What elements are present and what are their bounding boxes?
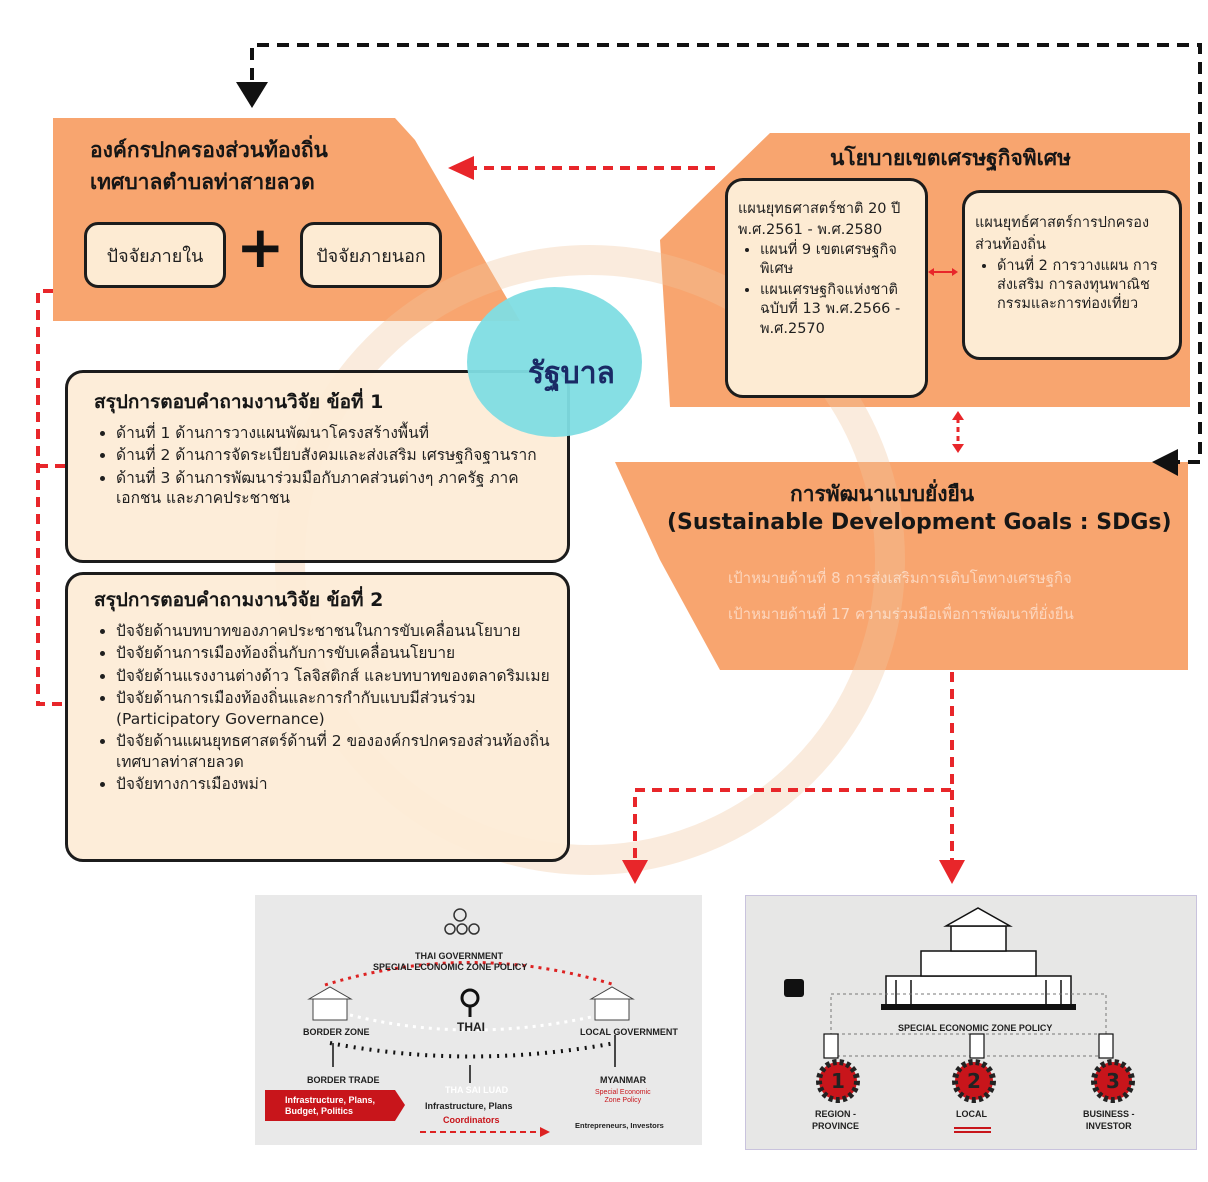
figure-left: THAI GOVERNMENT SPECIAL ECONOMIC ZONE PO…: [255, 895, 702, 1145]
national-plan-heading: แผนยุทธศาสตร์ชาติ 20 ปี พ.ศ.2561 - พ.ศ.2…: [738, 201, 901, 239]
arrow-down-icon: [236, 82, 268, 108]
border-trade-label: BORDER TRADE: [307, 1075, 380, 1085]
figure-right: SPECIAL ECONOMIC ZONE POLICY 1 2 3 REGIO…: [745, 895, 1197, 1150]
tha-sai-luad-label: THA SAI LUAD: [445, 1085, 509, 1095]
red-link-down: [633, 672, 954, 862]
thai-gov-label: THAI GOVERNMENT: [415, 951, 504, 961]
red-bracket-left: [36, 289, 68, 706]
list-item: ปัจจัยด้านการเมืองท้องถิ่นกับการขับเคลื่…: [116, 643, 551, 663]
list-item: ปัจจัยด้านแผนยุทธศาสตร์ด้านที่ 2 ขององค์…: [116, 731, 551, 772]
government-ellipse: [467, 287, 642, 437]
coordinators-label: Coordinators: [443, 1115, 500, 1125]
local-label: LOCAL: [956, 1109, 987, 1119]
rq2-box: สรุปการตอบคำถามงานวิจัย ข้อที่ 2 ปัจจัยด…: [65, 572, 570, 862]
external-factor-box: ปัจจัยภายนอก: [300, 222, 442, 288]
sez-small-label: Special Economic Zone Policy: [595, 1089, 651, 1104]
sez-policy-label: SPECIAL ECONOMIC ZONE POLICY: [373, 962, 528, 972]
plus-icon: +: [236, 213, 285, 281]
list-item: ปัจจัยทางการเมืองพม่า: [116, 774, 551, 794]
infra-label: Infrastructure, Plans: [425, 1101, 513, 1111]
sdg-goal-8: เป้าหมายด้านที่ 8 การส่งเสริมการเติบโตทา…: [728, 569, 1072, 587]
sez-title: นโยบายเขตเศรษฐกิจพิเศษ: [830, 146, 1071, 170]
thai-label: THAI: [457, 1020, 485, 1034]
black-loop-line: [250, 43, 1202, 464]
arrow-down-red-icon-2: [939, 860, 965, 884]
list-item: ด้านที่ 2 ด้านการจัดระเบียบสังคมและส่งเส…: [116, 445, 551, 465]
sdg-title-th: การพัฒนาแบบยั่งยืน: [790, 482, 975, 506]
list-item: ปัจจัยด้านบทบาทของภาคประชาชนในการขับเคลื…: [116, 621, 551, 641]
number-3: 3: [1106, 1069, 1120, 1093]
list-item: ปัจจัยด้านแรงงานต่างด้าว โลจิสติกส์ และบ…: [116, 666, 551, 686]
entrepreneurs-label: Entrepreneurs, Investors: [575, 1121, 664, 1130]
arrow-left-icon: [1152, 449, 1178, 476]
internal-factor-box: ปัจจัยภายใน: [84, 222, 226, 288]
government-label: รัฐบาล: [528, 356, 615, 391]
list-item: แผนที่ 9 เขตเศรษฐกิจพิเศษ: [760, 241, 915, 279]
local-plan-box: แผนยุทธ์ศาสตร์การปกครองส่วนท้องถิ่น ด้าน…: [962, 190, 1182, 360]
myanmar-label: MYANMAR: [600, 1075, 647, 1085]
national-plan-box: แผนยุทธศาสตร์ชาติ 20 ปี พ.ศ.2561 - พ.ศ.2…: [725, 178, 928, 398]
sdg-title-en: (Sustainable Development Goals : SDGs): [667, 510, 1172, 535]
figure-left-graphics: [265, 908, 635, 1137]
list-item: ด้านที่ 2 การวางแผน การส่งเสริม การลงทุน…: [997, 257, 1169, 314]
business-investor-label: BUSINESS - INVESTOR: [1083, 1109, 1135, 1131]
region-province-label: REGION - PROVINCE: [812, 1109, 860, 1131]
sez-policy-label-right: SPECIAL ECONOMIC ZONE POLICY: [898, 1023, 1053, 1033]
border-zone-label: BORDER ZONE: [303, 1027, 370, 1037]
number-2: 2: [967, 1069, 981, 1093]
sdg-shape: [615, 462, 1188, 670]
rq2-title: สรุปการตอบคำถามงานวิจัย ข้อที่ 2: [94, 589, 384, 611]
local-gov-label: LOCAL GOVERNMENT: [580, 1027, 678, 1037]
list-item: ปัจจัยด้านการเมืองท้องถิ่นและการกำกับแบบ…: [116, 688, 551, 729]
list-item: ด้านที่ 3 ด้านการพัฒนาร่วมมือกับภาคส่วนต…: [116, 468, 551, 509]
list-item: แผนเศรษฐกิจแห่งชาติ ฉบับที่ 13 พ.ศ.2566 …: [760, 281, 915, 338]
rq1-title: สรุปการตอบคำถามงานวิจัย ข้อที่ 1: [94, 391, 384, 413]
local-plan-heading: แผนยุทธ์ศาสตร์การปกครองส่วนท้องถิ่น: [975, 215, 1150, 253]
arrow-left-red-icon: [448, 156, 474, 180]
sdg-goal-17: เป้าหมายด้านที่ 17 ความร่วมมือเพื่อการพั…: [728, 605, 1074, 623]
local-org-title: องค์กรปกครองส่วนท้องถิ่น เทศบาลตำบลท่าสา…: [90, 138, 328, 194]
figure-right-graphics: [784, 907, 1135, 1133]
red-box-label: Infrastructure, Plans, Budget, Politics: [285, 1095, 376, 1116]
number-1: 1: [831, 1069, 845, 1093]
arrow-down-red-icon: [622, 860, 648, 884]
list-item: ด้านที่ 1 ด้านการวางแผนพัฒนาโครงสร้างพื้…: [116, 423, 551, 443]
